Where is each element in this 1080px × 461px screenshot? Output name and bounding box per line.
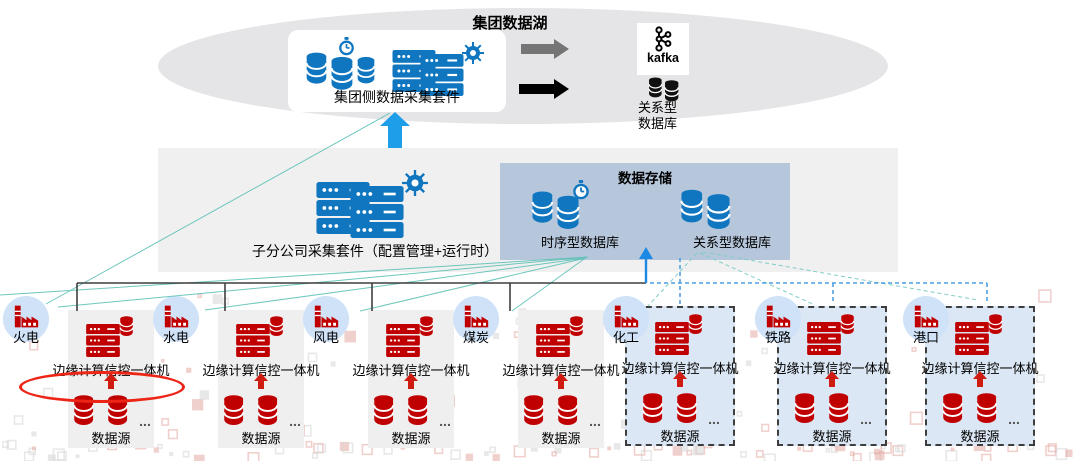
edge-box: 边缘计算信控一体机 ... 数据源 [502, 310, 620, 448]
data-storage-box: 数据存储 时序型数据库 关系型数据库 [500, 163, 790, 260]
database-icon [642, 392, 664, 424]
site-column: 边缘计算信控一体机 ... 数据源 港口 [902, 290, 1052, 461]
industry-circle [603, 296, 649, 342]
ellipsis: ... [1008, 411, 1020, 427]
datasource-label: 数据源 [541, 431, 581, 446]
database-icon [223, 394, 245, 426]
ellipsis: ... [139, 413, 151, 429]
database-icon [976, 392, 998, 424]
edge-device-label: 边缘计算信控一体机 [921, 361, 1039, 376]
arrow-to-relational-db [519, 79, 569, 99]
datasource-icons: ... [521, 394, 601, 429]
factory-icon [164, 305, 189, 328]
datasource-icons: ... [640, 392, 720, 427]
edge-box: 边缘计算信控一体机 ... 数据源 [352, 310, 470, 448]
relational-db-label: 关系型数据库 [692, 235, 771, 250]
data-storage-title: 数据存储 [618, 171, 672, 186]
site-column: 边缘计算信控一体机 ... 数据源 煤炭 [452, 290, 620, 461]
group-suite-box: 集团侧数据采集套件 [288, 30, 506, 112]
database-icon [373, 394, 395, 426]
site-column: 边缘计算信控一体机 ... 数据源 铁路 [754, 290, 904, 461]
factory-icon [314, 305, 339, 328]
factory-icon [14, 305, 39, 328]
timeseries-db-label: 时序型数据库 [540, 235, 619, 250]
ellipsis: ... [439, 413, 451, 429]
edge-server-icon [655, 313, 703, 355]
edge-server-icon [86, 315, 134, 357]
group-suite-label: 集团侧数据采集套件 [334, 89, 460, 105]
data-lake-title: 集团数据湖 [472, 15, 548, 32]
kafka-label: kafka [647, 51, 679, 65]
factory-icon [464, 305, 489, 328]
edge-server-icon [536, 315, 584, 357]
edge-device-label: 边缘计算信控一体机 [773, 361, 891, 376]
database-icon [257, 394, 279, 426]
edge-device-label: 边缘计算信控一体机 [621, 361, 739, 376]
datasource-icons: ... [940, 392, 1020, 427]
datasource-label: 数据源 [660, 429, 700, 444]
datasource-label: 数据源 [91, 431, 131, 446]
edge-box: 边缘计算信控一体机 ... 数据源 [202, 310, 320, 448]
datasource-icons: ... [371, 394, 451, 429]
edge-device-label: 边缘计算信控一体机 [352, 363, 470, 378]
industry-label: 港口 [912, 330, 939, 345]
rdb-top-line1: 关系型 [638, 100, 678, 115]
data-lake-ellipse [158, 8, 888, 124]
up-arrow-icon [973, 371, 987, 387]
database-icon [407, 394, 429, 426]
arrow-to-kafka [521, 39, 569, 59]
edge-server-icon [807, 313, 855, 355]
ellipsis: ... [860, 411, 872, 427]
datasource-icons: ... [71, 394, 151, 429]
database-icon [942, 392, 964, 424]
site-column: 边缘计算信控一体机 ... 数据源 化工 [602, 290, 752, 461]
edge-device-label: 边缘计算信控一体机 [502, 363, 620, 378]
industry-circle [3, 296, 49, 342]
datasource-icons: ... [221, 394, 301, 429]
factory-icon [914, 305, 939, 328]
datasource-label: 数据源 [391, 431, 431, 446]
database-icon [557, 394, 579, 426]
industry-label: 风电 [312, 330, 339, 345]
factory-icon [614, 305, 639, 328]
ellipsis: ... [289, 413, 301, 429]
industry-label: 火电 [12, 330, 39, 345]
industry-label: 铁路 [764, 330, 791, 345]
ellipsis: ... [708, 411, 720, 427]
kafka-box: kafka [637, 23, 689, 75]
database-icon [676, 392, 698, 424]
edge-server-icon [955, 313, 1003, 355]
up-arrow-icon [673, 371, 687, 387]
industry-label: 水电 [162, 330, 189, 345]
site-column: 边缘计算信控一体机 ... 数据源 风电 [302, 290, 470, 461]
ellipsis: ... [589, 413, 601, 429]
database-icon [794, 392, 816, 424]
highlight-ellipse [19, 371, 185, 403]
edge-server-icon [236, 315, 284, 357]
site-column: 边缘计算信控一体机 ... 数据源 水电 [152, 290, 320, 461]
industry-label: 煤炭 [462, 330, 489, 345]
factory-icon [766, 305, 791, 328]
rdb-top-line2: 数据库 [638, 115, 678, 131]
up-arrow-icon [404, 373, 418, 389]
datasource-label: 数据源 [241, 431, 281, 446]
industry-label: 化工 [612, 330, 639, 345]
up-arrow-icon [554, 373, 568, 389]
datasource-icons: ... [792, 392, 872, 427]
up-arrow-icon [825, 371, 839, 387]
industry-circle [903, 296, 949, 342]
edge-server-icon [386, 315, 434, 357]
edge-box: 边缘计算信控一体机 ... 数据源 [19, 310, 185, 448]
database-icon [523, 394, 545, 426]
up-arrow-icon [254, 373, 268, 389]
site-column: 边缘计算信控一体机 ... 数据源 火电 [2, 290, 185, 461]
datasource-label: 数据源 [812, 429, 852, 444]
relational-db-top-label: 关系型 数据库 [638, 100, 677, 131]
datasource-label: 数据源 [960, 429, 1000, 444]
edge-device-label: 边缘计算信控一体机 [202, 363, 320, 378]
database-icon [828, 392, 850, 424]
